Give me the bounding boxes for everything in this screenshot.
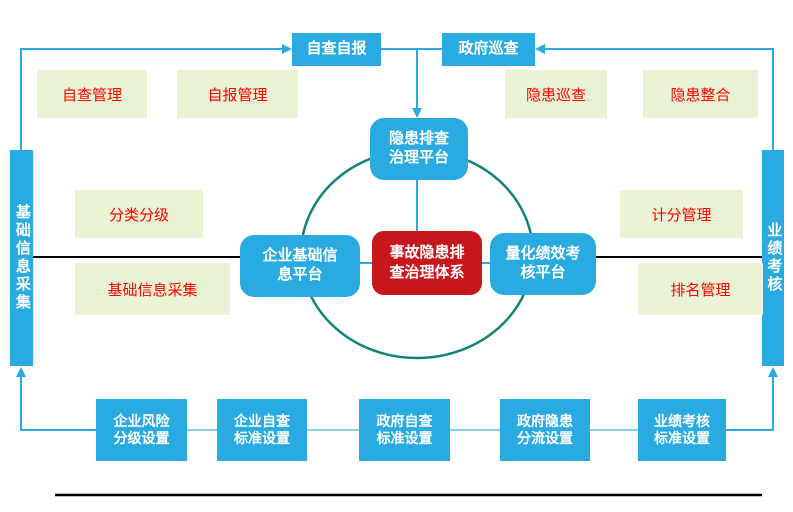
node-self-check-report: 自查自报 bbox=[292, 33, 381, 66]
line-bottomrow-to-leftbar bbox=[20, 376, 96, 431]
arrow-down-icon bbox=[412, 108, 422, 118]
line-leftbar-to-selfcheck bbox=[20, 48, 283, 150]
label-self-report-management: 自报管理 bbox=[177, 70, 298, 118]
sidebar-performance-assessment: 业绩考核 bbox=[762, 150, 784, 366]
center-system-node: 事故隐患排 查治理体系 bbox=[372, 231, 482, 295]
line-rightbar-to-patrol bbox=[544, 48, 774, 150]
setting-government-hazard-triage: 政府隐患 分流设置 bbox=[500, 399, 590, 461]
node-government-patrol: 政府巡查 bbox=[442, 33, 535, 66]
arrow-right-icon bbox=[282, 44, 292, 54]
setting-enterprise-risk-grading: 企业风险 分级设置 bbox=[96, 399, 187, 461]
platform-hazard-investigation: 隐患排查 治理平台 bbox=[370, 118, 468, 180]
setting-government-selfcheck-standard: 政府自查 标准设置 bbox=[359, 399, 450, 461]
sidebar-basic-info-collection: 基础信息采集 bbox=[10, 150, 33, 366]
platform-enterprise-basic-info: 企业基础信 息平台 bbox=[240, 235, 360, 297]
arrow-up-icon bbox=[16, 367, 26, 377]
label-hazard-integration: 隐患整合 bbox=[643, 70, 758, 118]
arrow-left-icon bbox=[535, 44, 545, 54]
arrow-up-icon bbox=[768, 367, 778, 377]
label-scoring-management: 计分管理 bbox=[620, 190, 743, 238]
label-self-check-management: 自查管理 bbox=[37, 70, 147, 118]
label-basic-info-collection: 基础信息采集 bbox=[75, 263, 230, 315]
label-ranking-management: 排名管理 bbox=[638, 263, 763, 315]
platform-quantified-performance: 量化绩效考 核平台 bbox=[490, 233, 596, 295]
setting-performance-assessment-standard: 业绩考核 标准设置 bbox=[638, 399, 726, 461]
label-hazard-patrol: 隐患巡查 bbox=[505, 70, 607, 118]
line-bottomrow-to-rightbar bbox=[726, 376, 774, 431]
setting-enterprise-selfcheck-standard: 企业自查 标准设置 bbox=[217, 399, 307, 461]
label-classification-grading: 分类分级 bbox=[75, 190, 203, 238]
